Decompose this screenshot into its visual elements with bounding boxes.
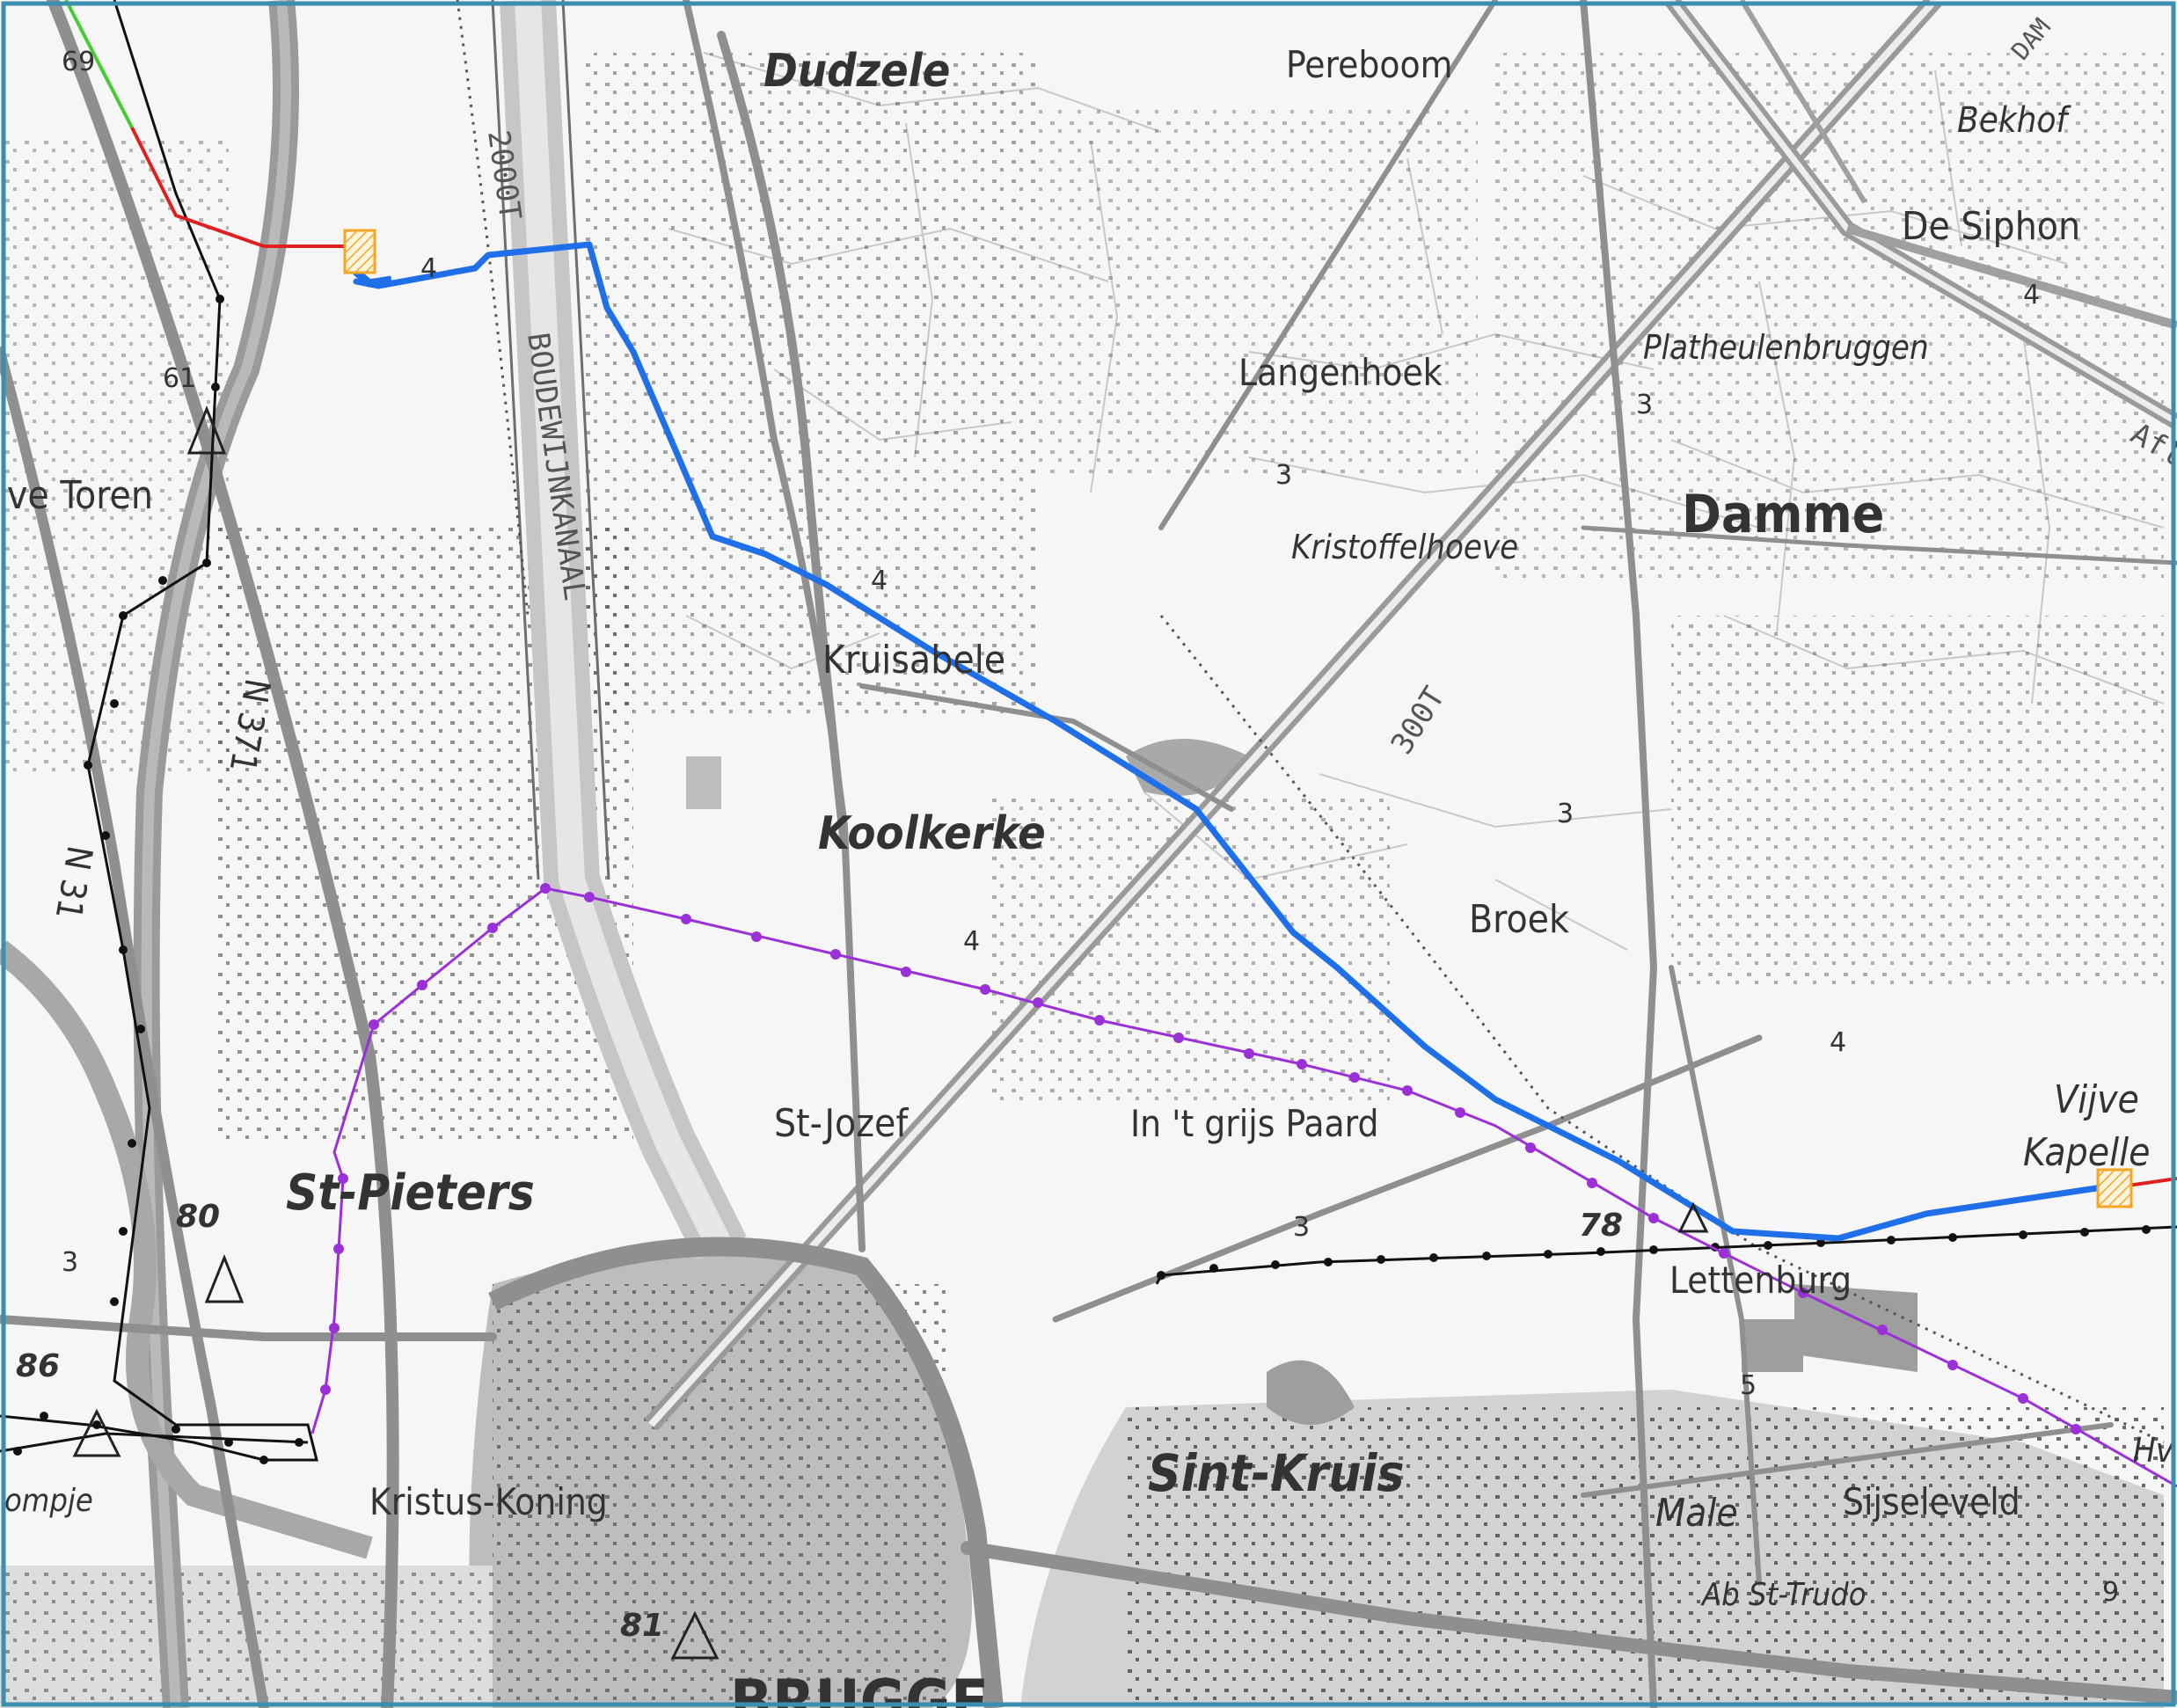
label-brugge: BRUGGE bbox=[730, 1667, 989, 1708]
label-lettenburg: Lettenburg bbox=[1669, 1259, 1852, 1302]
road-sijseleveld bbox=[1581, 1422, 2114, 1498]
elev-3-lettenburg: 3 bbox=[1293, 1212, 1310, 1243]
road-damme-south bbox=[1580, 0, 1658, 1708]
road-n371 bbox=[47, 0, 399, 1708]
label-kruisabele: Kruisabele bbox=[822, 638, 1005, 682]
label-koolkerke: Koolkerke bbox=[818, 807, 1046, 860]
label-male: Male bbox=[1655, 1491, 1738, 1536]
road-st-kruis bbox=[1052, 1034, 1763, 1323]
substation-east bbox=[2096, 1168, 2133, 1208]
elev-4-vijve: 4 bbox=[1830, 1027, 1846, 1058]
road-west-old-town bbox=[0, 1315, 497, 1341]
label-sijseleveld: Sijseleveld bbox=[1843, 1480, 2020, 1523]
elev-4-koolkerke: 4 bbox=[963, 926, 980, 957]
elev-3-broek: 3 bbox=[1557, 799, 1574, 829]
label-bekhof: Bekhof bbox=[1957, 100, 2072, 141]
label-toren: ve Toren bbox=[7, 473, 153, 518]
road-dudzele-south bbox=[717, 31, 849, 849]
label-kristoffelhoeve: Kristoffelhoeve bbox=[1291, 528, 1518, 566]
label-sint-kruis: Sint-Kruis bbox=[1148, 1443, 1405, 1503]
elev-4-kruisabele: 4 bbox=[871, 566, 888, 596]
elev-3-langenhoek: 3 bbox=[1275, 460, 1292, 491]
label-st-jozef: St-Jozef bbox=[774, 1101, 909, 1146]
label-dudzele: Dudzele bbox=[763, 45, 950, 98]
height-78: 78 bbox=[1579, 1208, 1623, 1244]
spot-heights: 69 61 80 86 81 78 4 4 4 4 4 3 3 3 3 3 5 … bbox=[16, 47, 2119, 1644]
route-red-segment-west bbox=[130, 127, 356, 248]
height-61: 61 bbox=[163, 363, 196, 394]
label-in-t-grijs-paard: In 't grijs Paard bbox=[1130, 1102, 1378, 1145]
height-69: 69 bbox=[62, 47, 95, 77]
label-ompje: ompje bbox=[4, 1483, 93, 1519]
ring-canal bbox=[488, 1237, 1004, 1708]
elev-5: 5 bbox=[1740, 1370, 1757, 1401]
powerline-west bbox=[0, 0, 318, 1464]
label-broek: Broek bbox=[1469, 897, 1569, 942]
survey-markers bbox=[72, 405, 1709, 1660]
elev-3-platheulen: 3 bbox=[1636, 390, 1653, 420]
label-st-pieters: St-Pieters bbox=[286, 1164, 535, 1222]
label-platheulenbruggen: Platheulenbruggen bbox=[1643, 328, 1929, 367]
road-n31 bbox=[0, 347, 269, 1708]
route-green-segment bbox=[64, 0, 134, 128]
label-kristus-koning: Kristus-Koning bbox=[369, 1480, 608, 1523]
height-80: 80 bbox=[176, 1199, 220, 1235]
height-86: 86 bbox=[16, 1348, 60, 1384]
road-east-south bbox=[961, 1541, 2177, 1704]
label-pereboom: Pereboom bbox=[1286, 43, 1452, 86]
road-langenhoek bbox=[1158, 0, 1498, 530]
powerline-east bbox=[1155, 1225, 2177, 1285]
route-purple bbox=[310, 883, 2177, 1488]
railways bbox=[456, 0, 2165, 1444]
elev-9: 9 bbox=[2102, 1577, 2119, 1608]
label-damme: Damme bbox=[1682, 484, 1884, 545]
label-vijve: Vijve bbox=[2054, 1077, 2139, 1122]
road-kruisabele bbox=[859, 683, 1234, 812]
elev-4-siphon: 4 bbox=[2023, 280, 2040, 310]
substation-west bbox=[343, 229, 376, 274]
elev-4-west: 4 bbox=[420, 253, 437, 284]
label-langenhoek: Langenhoek bbox=[1238, 351, 1443, 394]
label-ab-st-trudo: Ab St-Trudo bbox=[1700, 1577, 1867, 1613]
height-81: 81 bbox=[620, 1608, 664, 1644]
label-hv: Hv bbox=[2133, 1431, 2174, 1470]
road-damme-east bbox=[1581, 525, 2177, 566]
place-labels: Dudzele Pereboom Bekhof De Siphon Plathe… bbox=[4, 43, 2174, 1708]
label-de-siphon: De Siphon bbox=[1902, 204, 2080, 249]
road-lettenburg bbox=[1669, 965, 1762, 1586]
label-kapelle: Kapelle bbox=[2023, 1130, 2151, 1175]
elev-3-west: 3 bbox=[62, 1247, 78, 1278]
route-blue-main bbox=[353, 241, 2106, 1242]
